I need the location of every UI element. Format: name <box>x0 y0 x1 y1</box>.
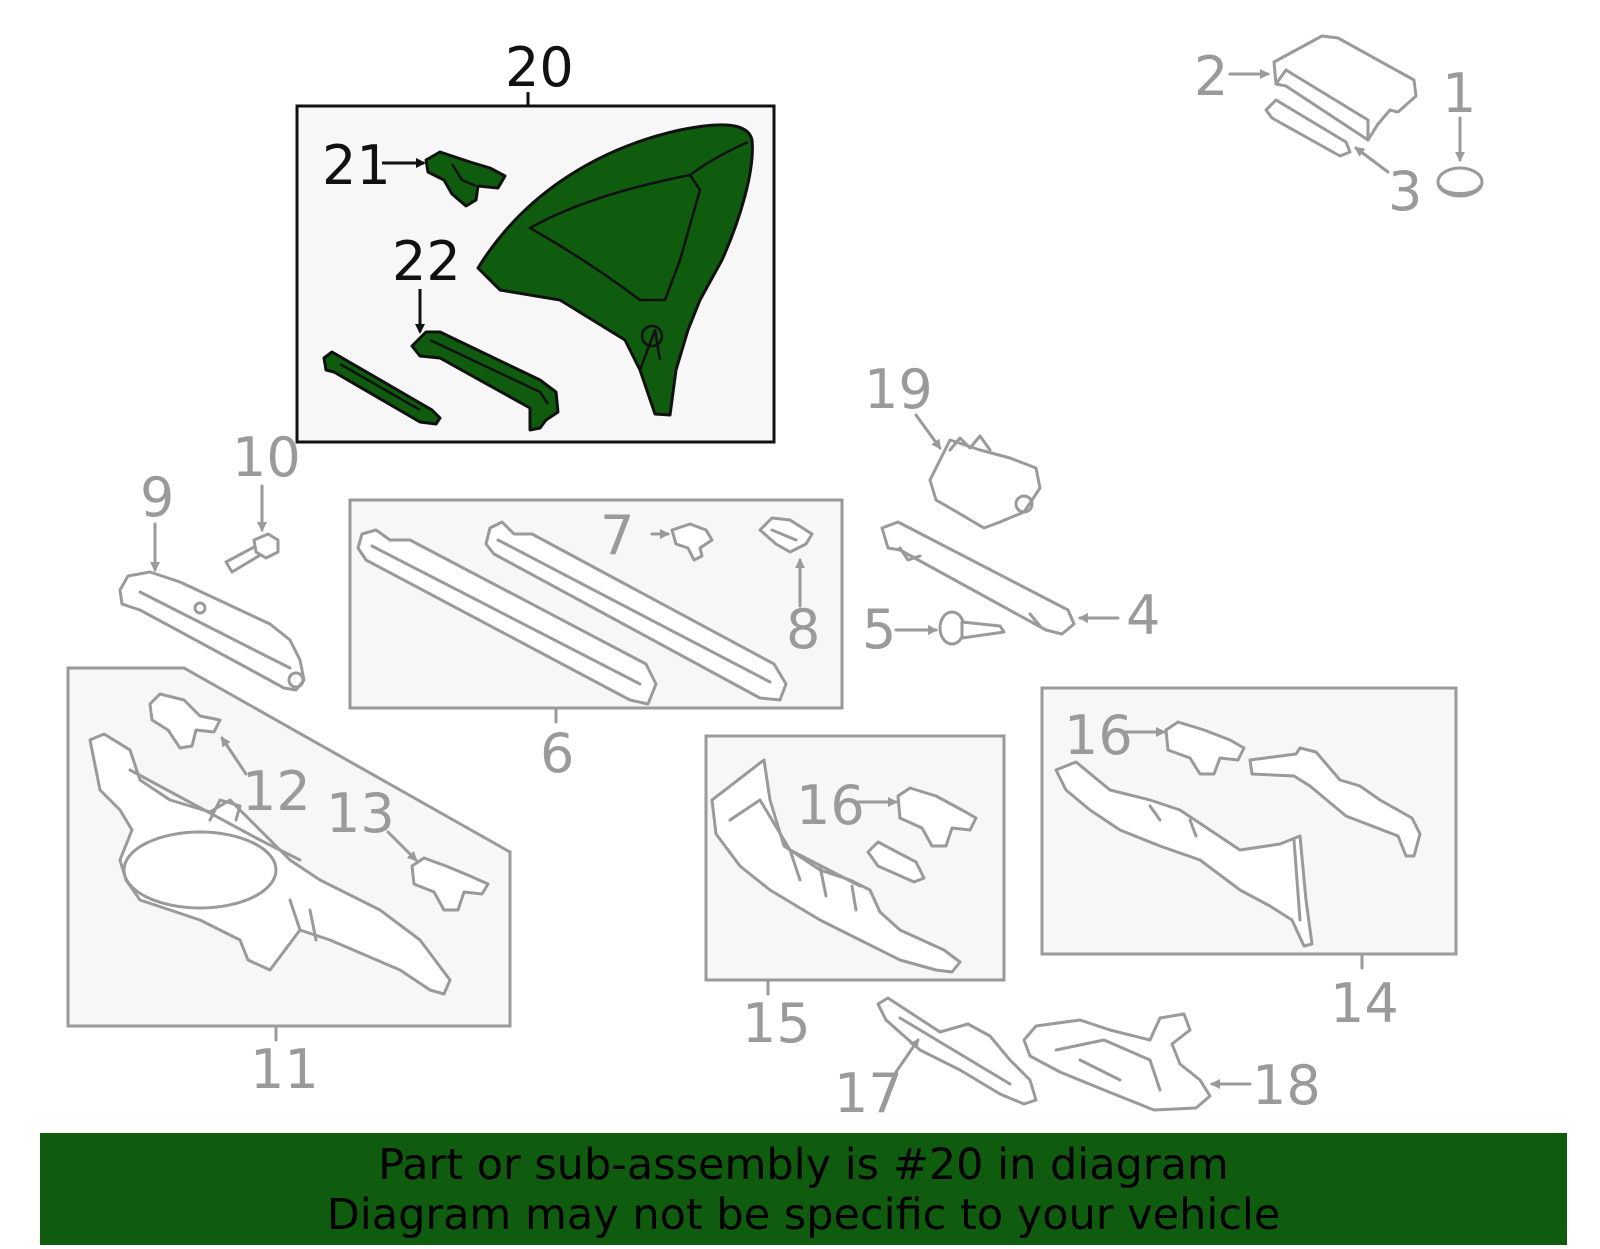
rail-part-4[interactable] <box>880 520 1076 636</box>
callout-19[interactable]: 19 <box>864 358 933 421</box>
trim-strip-part-22[interactable] <box>410 330 560 432</box>
strip-part-6b[interactable] <box>484 520 788 702</box>
callout-14[interactable]: 14 <box>1330 972 1399 1035</box>
glove-box-frame-part-14[interactable] <box>1054 760 1314 948</box>
callout-1[interactable]: 1 <box>1442 62 1476 125</box>
callout-21[interactable]: 21 <box>322 134 391 197</box>
callout-8[interactable]: 8 <box>786 598 820 661</box>
trim-strip-small[interactable] <box>322 350 442 426</box>
notice-banner: Part or sub-assembly is #20 in diagram D… <box>40 1133 1567 1245</box>
bolt-part-10[interactable] <box>224 532 280 574</box>
bracket-part-12[interactable] <box>148 692 222 750</box>
callout-15[interactable]: 15 <box>742 992 811 1055</box>
clip-part-1[interactable] <box>1436 166 1484 198</box>
callout-16-right[interactable]: 16 <box>1064 704 1133 767</box>
clip-part-16-left[interactable] <box>896 786 978 848</box>
callout-11[interactable]: 11 <box>250 1038 319 1101</box>
callout-13[interactable]: 13 <box>326 782 395 845</box>
rail-part-14[interactable] <box>1248 746 1422 858</box>
bracket-part-13[interactable] <box>410 856 490 912</box>
callout-20[interactable]: 20 <box>505 36 574 99</box>
callout-5[interactable]: 5 <box>862 598 896 661</box>
callout-10[interactable]: 10 <box>232 426 301 489</box>
clip-part-16-right[interactable] <box>1164 720 1246 776</box>
bracket-part-9[interactable] <box>118 570 306 692</box>
callout-12[interactable]: 12 <box>242 760 311 823</box>
callout-4[interactable]: 4 <box>1126 584 1160 647</box>
callout-9[interactable]: 9 <box>140 466 174 529</box>
module-part-19[interactable] <box>928 434 1042 530</box>
clip-part-8[interactable] <box>758 516 814 554</box>
panel-part-15[interactable] <box>710 758 962 974</box>
small-clip-15[interactable] <box>866 840 926 884</box>
banner-line-2: Diagram may not be specific to your vehi… <box>326 1190 1281 1240</box>
door-part-18[interactable] <box>1022 1012 1212 1112</box>
clip-part-7[interactable] <box>670 522 714 562</box>
glove-box-bin-part-20[interactable] <box>476 123 754 417</box>
callout-18[interactable]: 18 <box>1252 1054 1321 1117</box>
pad-part-3[interactable] <box>1264 98 1352 158</box>
callout-6[interactable]: 6 <box>540 722 574 785</box>
callout-22[interactable]: 22 <box>392 230 461 293</box>
trim-part-17[interactable] <box>876 996 1038 1106</box>
banner-line-1: Part or sub-assembly is #20 in diagram <box>378 1140 1229 1190</box>
cover-part-2[interactable] <box>1272 34 1418 142</box>
strip-part-6a[interactable] <box>356 528 658 706</box>
callout-7[interactable]: 7 <box>600 504 634 567</box>
callout-3[interactable]: 3 <box>1388 160 1422 223</box>
callout-17[interactable]: 17 <box>834 1062 903 1125</box>
callout-2[interactable]: 2 <box>1194 45 1228 108</box>
callout-16-left[interactable]: 16 <box>796 774 865 837</box>
screw-part-5[interactable] <box>938 610 1006 646</box>
bracket-part-21[interactable] <box>424 150 507 208</box>
console-part-11[interactable] <box>88 732 452 996</box>
